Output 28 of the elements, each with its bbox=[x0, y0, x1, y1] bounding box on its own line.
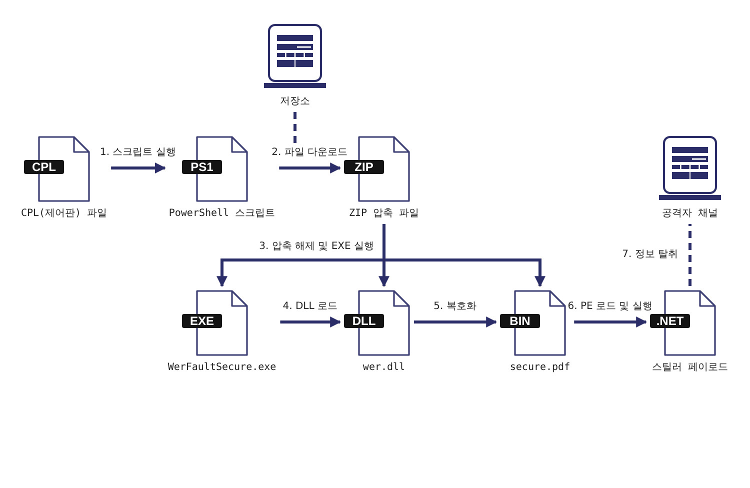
node-caption: 스틸러 페이로드 bbox=[652, 362, 728, 374]
file-type-tag: DLL bbox=[344, 314, 384, 328]
node-caption: 저장소 bbox=[280, 96, 310, 108]
edge-label: 2. 파일 다운로드 bbox=[270, 147, 350, 159]
node-caption: CPL(제어판) 파일 bbox=[20, 208, 108, 220]
node-caption: ZIP 압축 파일 bbox=[348, 208, 420, 220]
edge-label: 6. PE 로드 및 실행 bbox=[566, 301, 654, 313]
file-type-tag: CPL bbox=[24, 160, 64, 174]
file-type-tag: PS1 bbox=[182, 160, 222, 174]
file-type-tag: BIN bbox=[500, 314, 540, 328]
edge-label: 3. 압축 해제 및 EXE 실행 bbox=[257, 241, 376, 253]
file-type-tag: EXE bbox=[182, 314, 222, 328]
node-caption: WerFaultSecure.exe bbox=[168, 362, 276, 374]
edge-label: 1. 스크립트 실행 bbox=[98, 147, 178, 159]
file-type-tag: .NET bbox=[650, 314, 690, 328]
dashed-line bbox=[688, 224, 692, 286]
arrow bbox=[280, 316, 342, 328]
dashed-line bbox=[294, 112, 296, 144]
arrow bbox=[414, 316, 498, 328]
node-caption: secure.pdf bbox=[510, 362, 570, 374]
node-caption: wer.dll bbox=[362, 362, 406, 374]
arrow bbox=[111, 162, 166, 174]
arrow bbox=[574, 316, 648, 328]
file-type-tag: ZIP bbox=[344, 160, 384, 174]
edge-label: 5. 복호화 bbox=[432, 301, 478, 313]
arrow bbox=[279, 162, 342, 174]
node-caption: PowerShell 스크립트 bbox=[168, 208, 276, 220]
node-caption: 공격자 채널 bbox=[662, 208, 718, 220]
